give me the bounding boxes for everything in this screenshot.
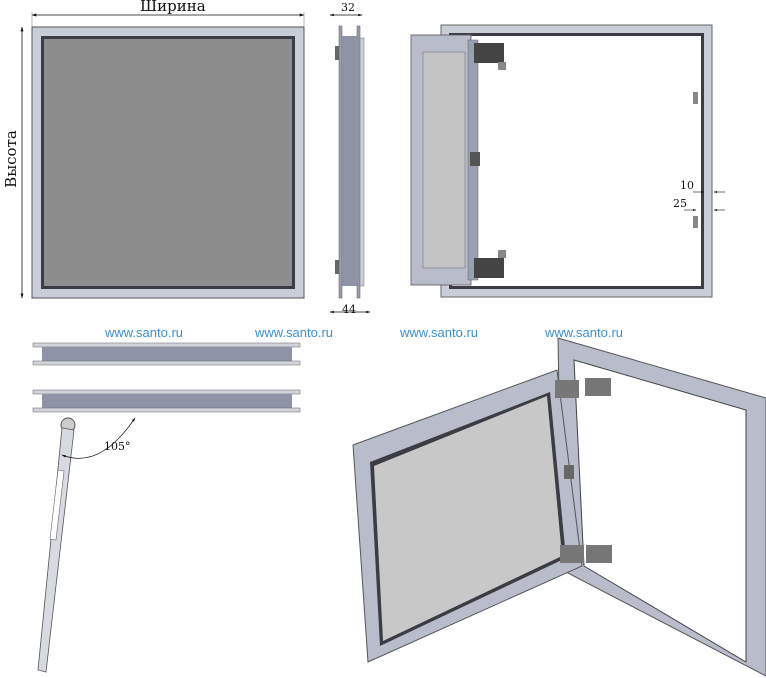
depth-44-label: 44 [342, 303, 356, 316]
hinge-bottom-icon [474, 250, 506, 278]
front-view [20, 12, 305, 299]
watermark-link[interactable]: www.santo.ru [105, 325, 184, 340]
watermark-link[interactable]: www.santo.ru [545, 325, 624, 340]
angle-label: 105° [104, 440, 131, 453]
depth-32-label: 32 [341, 1, 355, 14]
hinge-iso-bottom-icon [560, 545, 584, 563]
hinge-iso-top-icon [555, 380, 579, 398]
watermark-link[interactable]: www.santo.ru [400, 325, 479, 340]
watermark-link[interactable]: www.santo.ru [255, 325, 334, 340]
gap-10-label: 10 [680, 179, 694, 192]
isometric-view [352, 337, 766, 677]
section-view [32, 342, 301, 673]
height-label: Высота [1, 130, 20, 188]
open-front-view [410, 24, 725, 298]
side-view [329, 13, 371, 314]
gap-25-label: 25 [673, 197, 687, 210]
width-label: Ширина [140, 0, 206, 15]
hinge-top-icon [474, 43, 506, 70]
angle-arc [61, 417, 136, 459]
